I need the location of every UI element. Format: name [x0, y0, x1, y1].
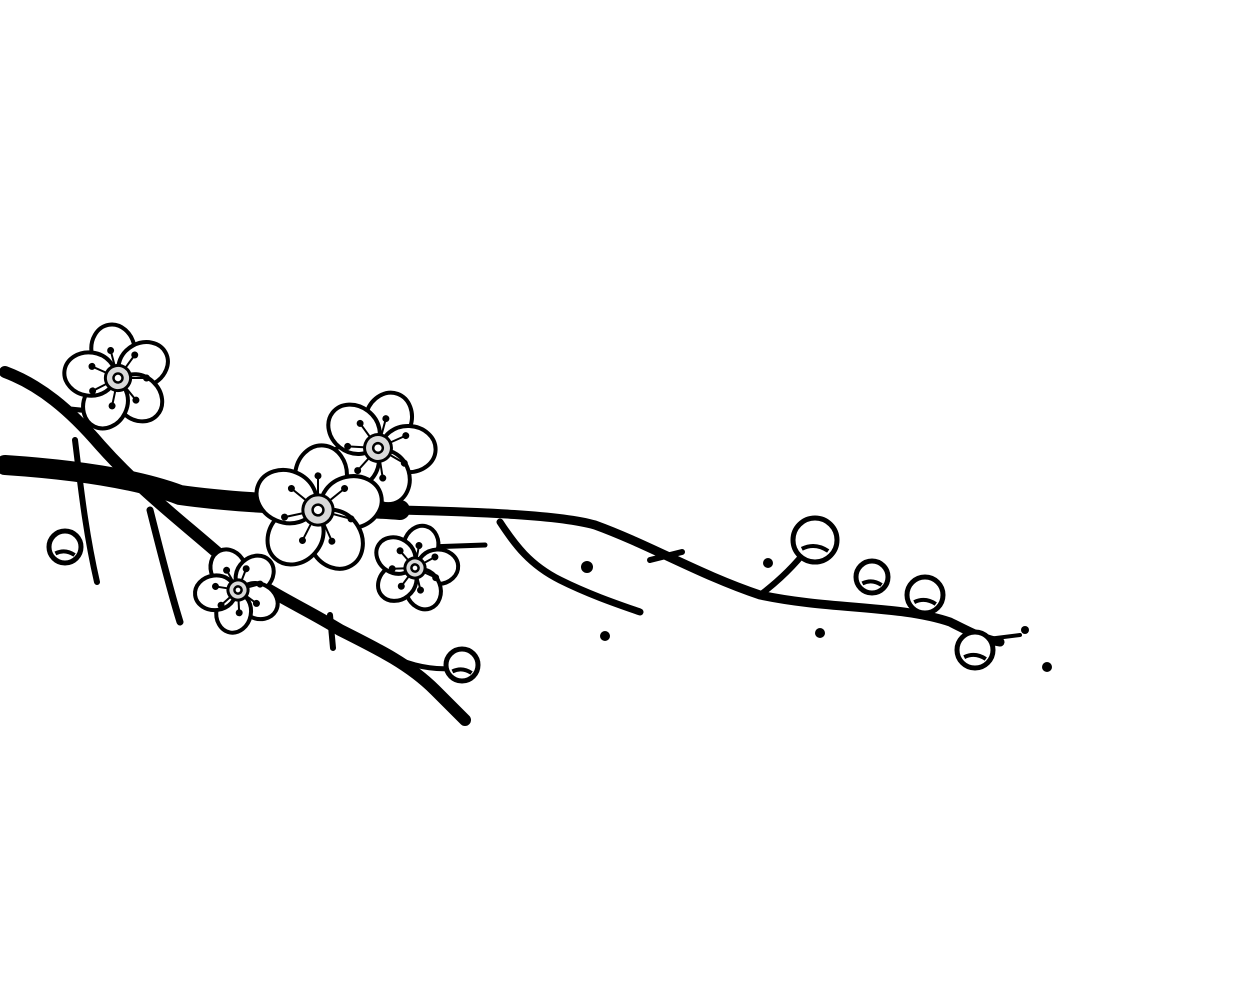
bud-sepal	[54, 549, 76, 557]
anther	[142, 374, 150, 382]
twig	[72, 437, 100, 585]
ink-dot	[581, 561, 593, 573]
bud-body	[904, 574, 946, 616]
bud-sepal	[800, 544, 830, 553]
twig	[496, 518, 644, 616]
ink-dot	[1021, 626, 1029, 634]
pistil	[233, 585, 243, 595]
anther	[417, 586, 425, 594]
flower-bud	[46, 528, 84, 566]
bud-body	[443, 646, 481, 684]
bud-sepal	[451, 667, 473, 675]
pistil	[410, 563, 420, 573]
anther	[341, 484, 349, 492]
twig	[327, 612, 336, 651]
anther	[379, 474, 387, 482]
flowers	[62, 322, 461, 635]
bud-body	[954, 629, 996, 671]
anther	[223, 566, 231, 574]
ink-dots	[581, 558, 1052, 672]
pistil	[371, 441, 385, 455]
flower-bud	[904, 574, 946, 616]
blossom-flower	[62, 322, 170, 431]
anther	[252, 599, 260, 607]
ink-dot	[1042, 662, 1052, 672]
anther	[415, 542, 423, 550]
pistil	[112, 372, 124, 384]
blossom-flower	[374, 523, 461, 612]
bud-sepal	[913, 597, 937, 606]
anther	[402, 432, 410, 440]
anther	[131, 351, 139, 359]
blossom-flower	[193, 547, 280, 635]
anther	[347, 515, 355, 523]
twig	[647, 549, 685, 563]
anther	[235, 609, 243, 617]
branches	[0, 366, 1022, 726]
ink-dot	[763, 558, 773, 568]
anther	[132, 396, 140, 404]
anther	[211, 582, 219, 590]
bud-sepal	[963, 652, 987, 661]
anther	[314, 472, 322, 480]
main-branch-tip	[395, 505, 1005, 647]
blossom-flower	[254, 443, 384, 571]
anther	[328, 537, 336, 545]
anther	[397, 582, 405, 590]
anther	[382, 415, 390, 423]
anther	[287, 484, 295, 492]
flower-bud	[443, 646, 481, 684]
pistil	[311, 503, 325, 517]
anther	[354, 467, 362, 475]
anther	[89, 387, 97, 395]
buds	[46, 515, 996, 684]
anther	[256, 580, 264, 588]
anther	[108, 402, 116, 410]
anther	[217, 601, 225, 609]
ink-dot	[600, 631, 610, 641]
anther	[88, 362, 96, 370]
anther	[344, 442, 352, 450]
anther	[281, 513, 289, 521]
ink-dot	[815, 628, 825, 638]
anther	[242, 565, 250, 573]
anther	[432, 574, 440, 582]
bud-sepal	[861, 579, 883, 587]
anther	[107, 346, 115, 354]
bud-body	[46, 528, 84, 566]
anther	[400, 459, 408, 467]
bud-body	[853, 558, 891, 596]
anther	[298, 536, 306, 544]
flower-bud	[853, 558, 891, 596]
anther	[356, 419, 364, 427]
anther	[388, 565, 396, 573]
flower-bud	[790, 515, 840, 565]
anther	[396, 547, 404, 555]
twig	[146, 506, 184, 626]
bud-body	[790, 515, 840, 565]
flower-bud	[954, 629, 996, 671]
anther	[431, 553, 439, 561]
